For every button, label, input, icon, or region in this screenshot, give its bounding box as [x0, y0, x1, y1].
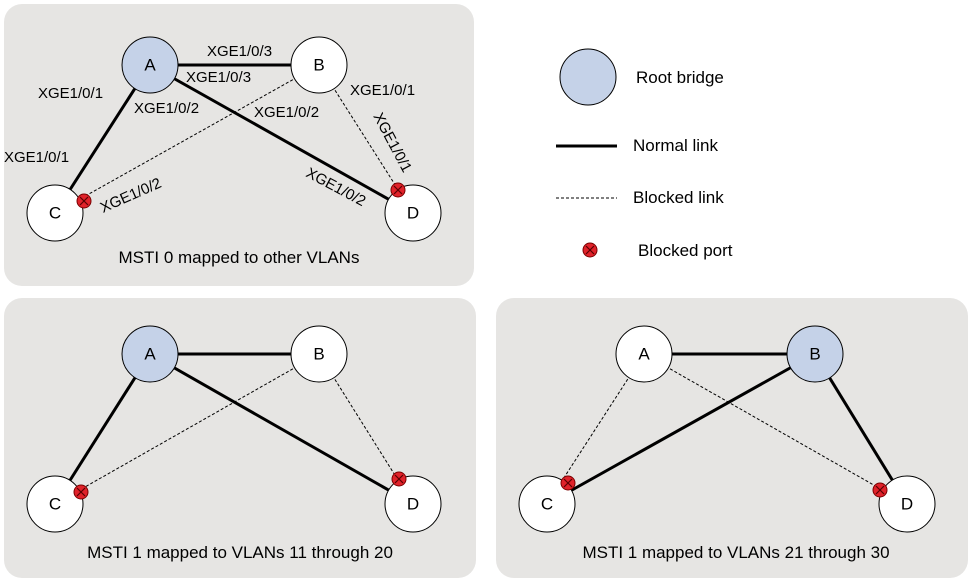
root-bridge-node-b — [786, 325, 844, 383]
node-c-label: C — [49, 204, 61, 223]
link-b-d — [813, 353, 909, 505]
panel-msti1-vlans-21-30 — [496, 298, 968, 578]
node-d — [878, 475, 936, 533]
port-label-b-a: XGE1/0/3 — [186, 69, 251, 86]
port-label-c-b: XGE1/0/2 — [98, 175, 164, 217]
msti1a-caption: MSTI 1 mapped to VLANs 11 through 20 — [87, 543, 393, 562]
node-d — [384, 184, 442, 242]
root-bridge-legend-icon — [559, 48, 617, 106]
blocked-port-icon — [391, 471, 407, 487]
msti0-diagram: A B C D XGE1/0/3 XGE1/0/3 XGE1/0/1 XGE1/… — [4, 36, 442, 267]
link-a-c — [53, 64, 152, 214]
node-c — [26, 475, 84, 533]
link-b-c-blocked — [54, 64, 320, 214]
blocked-port-icon — [390, 182, 406, 198]
legend-normal-link-label: Normal link — [633, 136, 719, 155]
node-c — [26, 184, 84, 242]
node-a-label: A — [638, 345, 650, 364]
blocked-port-icon — [73, 484, 89, 500]
legend-blocked-link-label: Blocked link — [633, 188, 724, 207]
port-label-b-c: XGE1/0/2 — [254, 104, 319, 121]
link-a-d — [149, 63, 414, 215]
legend: Root bridge Normal link Blocked link Blo… — [556, 48, 733, 260]
port-label-a-d: XGE1/0/2 — [134, 100, 199, 117]
blocked-port-legend-icon — [582, 242, 598, 258]
node-a-label: A — [144, 345, 156, 364]
msti1b-caption: MSTI 1 mapped to VLANs 21 through 30 — [582, 543, 889, 562]
node-c-label: C — [541, 495, 553, 514]
msti0-caption: MSTI 0 mapped to other VLANs — [119, 248, 360, 267]
link-a-d — [149, 352, 414, 506]
node-d-label: D — [407, 495, 419, 514]
node-b — [290, 36, 348, 94]
node-b-label: B — [809, 345, 820, 364]
node-d — [384, 475, 442, 533]
root-bridge-node-a — [121, 36, 179, 94]
root-bridge-node-a — [121, 325, 179, 383]
legend-root-bridge-label: Root bridge — [636, 68, 724, 87]
node-b — [290, 325, 348, 383]
port-label-c-a: XGE1/0/1 — [4, 149, 69, 166]
link-b-c — [546, 352, 816, 506]
node-d-label: D — [407, 204, 419, 223]
node-c — [518, 475, 576, 533]
port-label-a-c: XGE1/0/1 — [38, 85, 103, 102]
blocked-port-icon — [76, 193, 92, 209]
blocked-port-icon — [560, 475, 576, 491]
node-a-label: A — [144, 56, 156, 75]
link-b-c-blocked — [54, 353, 320, 505]
port-label-d-b: XGE1/0/1 — [369, 110, 415, 175]
node-d-label: D — [901, 495, 913, 514]
node-b-label: B — [313, 345, 324, 364]
legend-blocked-port-label: Blocked port — [638, 241, 733, 260]
msti1b-diagram: A B C D MSTI 1 mapped to VLANs 21 throug… — [518, 325, 936, 562]
node-a — [615, 325, 673, 383]
port-label-a-b: XGE1/0/3 — [207, 43, 272, 60]
link-a-d-blocked — [643, 353, 908, 505]
node-b-label: B — [313, 56, 324, 75]
port-label-b-d: XGE1/0/1 — [350, 82, 415, 99]
blocked-port-icon — [872, 482, 888, 498]
msti1a-diagram: A B C D MSTI 1 mapped to VLANs 11 throug… — [26, 325, 442, 562]
panel-msti0 — [4, 4, 474, 286]
link-a-c — [53, 353, 152, 505]
port-label-d-a: XGE1/0/2 — [303, 165, 368, 211]
node-c-label: C — [49, 495, 61, 514]
panel-msti1-vlans-11-20 — [4, 298, 476, 578]
